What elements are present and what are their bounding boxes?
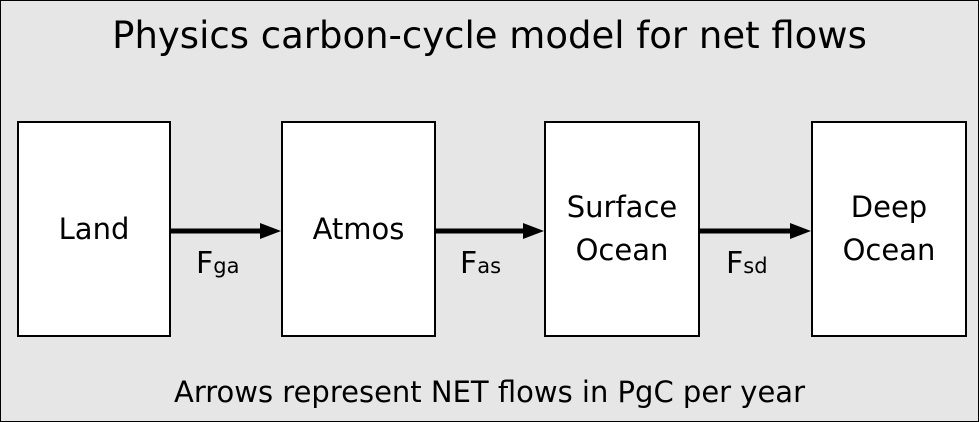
box-surface-ocean-label-line1: Surface bbox=[566, 190, 678, 224]
arrow-atmos-to-surface-ocean bbox=[436, 223, 544, 239]
flow-label-sd: Fsd bbox=[726, 244, 768, 286]
flow-label-as-sub: as bbox=[477, 254, 502, 278]
flow-label-sd-main: F bbox=[726, 246, 744, 281]
box-surface-ocean-label-line2: Ocean bbox=[575, 233, 669, 267]
diagram-footer-note: Arrows represent NET flows in PgC per ye… bbox=[173, 375, 806, 409]
box-deep-ocean: Deep Ocean bbox=[811, 121, 967, 337]
flow-label-ga: Fga bbox=[196, 244, 239, 286]
box-land-label: Land bbox=[58, 211, 130, 246]
box-surface-ocean: Surface Ocean bbox=[544, 121, 700, 337]
box-atmos-label: Atmos bbox=[312, 211, 405, 246]
arrow-land-to-atmos bbox=[171, 223, 281, 239]
box-deep-ocean-label-line2: Ocean bbox=[842, 233, 936, 267]
flow-label-ga-sub: ga bbox=[213, 254, 240, 278]
diagram-title: Physics carbon-cycle model for net flows bbox=[112, 14, 867, 57]
flow-label-sd-sub: sd bbox=[743, 254, 768, 278]
flow-label-as-main: F bbox=[460, 246, 478, 281]
box-atmos: Atmos bbox=[281, 121, 436, 337]
box-land: Land bbox=[17, 121, 171, 337]
flow-label-ga-main: F bbox=[196, 246, 214, 281]
box-deep-ocean-label-line1: Deep bbox=[850, 190, 928, 224]
arrow-surface-to-deep-ocean bbox=[700, 223, 811, 239]
flow-label-as: Fas bbox=[460, 244, 501, 286]
